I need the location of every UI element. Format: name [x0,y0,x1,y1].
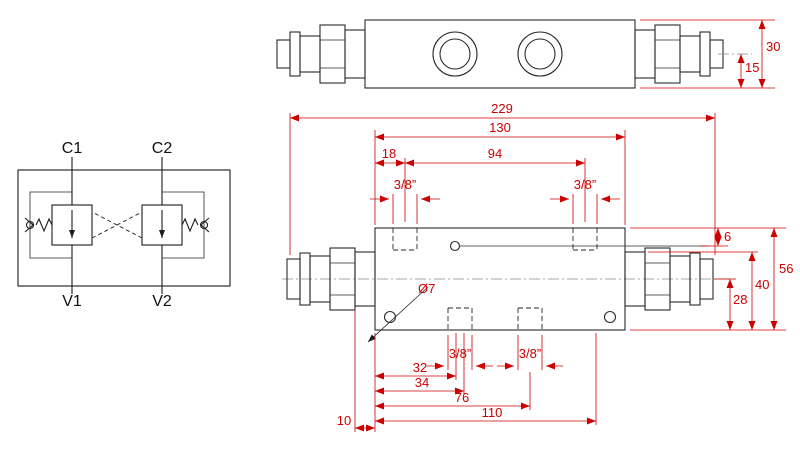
dim-body-length: 130 [489,120,511,135]
side-view: 30 15 [276,19,780,89]
dim-circle-offset: 6 [724,229,731,244]
fitting-tip-right [699,258,714,300]
fitting-tip-left-top [276,39,291,69]
check-valve-seat-1b [24,224,34,233]
gauge-hole [449,240,461,252]
dim-height-40: 40 [755,277,769,292]
dim-len-110: 110 [482,405,503,420]
front-view: Ø7 229 130 18 94 3/8” 3/8” 6 56 [282,101,793,432]
dim-body-height: 56 [779,261,793,276]
fitting-step-left-top [299,35,321,73]
dim-bottom-port-left: 3/8” [449,346,471,361]
check-valve-seat-1a [24,217,34,226]
dim-len-32: 32 [413,360,427,375]
dim-height-28: 28 [733,292,747,307]
fitting-collar-right-top [634,29,656,79]
fitting-hex-right-top [654,24,681,84]
fitting-flange-left-top [289,31,301,77]
dim-height: 30 [766,39,780,54]
side-view-body [364,19,636,89]
port-label-c1: C1 [62,140,83,157]
spring-symbol-1 [35,217,53,233]
mounting-hole-right [603,310,617,324]
check-valve-ball-1 [25,220,35,230]
check-bypass-line-2 [162,191,205,259]
port-label-v2: V2 [152,293,172,310]
hole-leader-line [367,286,429,343]
check-valve-seat-2b [200,224,210,233]
dim-port-offset: 18 [382,146,396,161]
fitting-collar-left-top [344,29,366,79]
side-port-1-outer [432,31,478,77]
fitting-flange-right-top [699,31,711,77]
dim-bottom-port-right: 3/8” [519,346,541,361]
mounting-hole-left [383,310,397,324]
dim-overall-length: 229 [491,101,513,116]
dim-half-height: 15 [745,60,759,75]
dim-len-34: 34 [415,375,429,390]
check-bypass-line-1 [29,191,72,259]
side-port-1-inner [439,38,471,70]
pilot-line-2 [91,211,143,239]
side-port-2-inner [524,38,556,70]
spring-symbol-2 [181,217,199,233]
dim-top-port-left: 3/8” [394,177,416,192]
side-port-2-outer [517,31,563,77]
dim-hole-dia: Ø7 [418,281,435,296]
port-label-v1: V1 [62,293,82,310]
dim-port-spacing: 94 [488,146,502,161]
check-valve-ball-2 [199,220,209,230]
port-label-c2: C2 [152,140,173,157]
fitting-hex-left-top [319,24,346,84]
fitting-step-right-top [679,35,701,73]
check-valve-seat-2a [200,217,210,226]
schematic-housing-outline [17,169,231,287]
hydraulic-schematic: C1 C2 V1 V2 [17,140,231,310]
dim-top-port-right: 3/8” [574,177,596,192]
fitting-tip-left [286,258,301,300]
dim-len-10: 10 [337,413,351,428]
dim-len-76: 76 [455,390,469,405]
